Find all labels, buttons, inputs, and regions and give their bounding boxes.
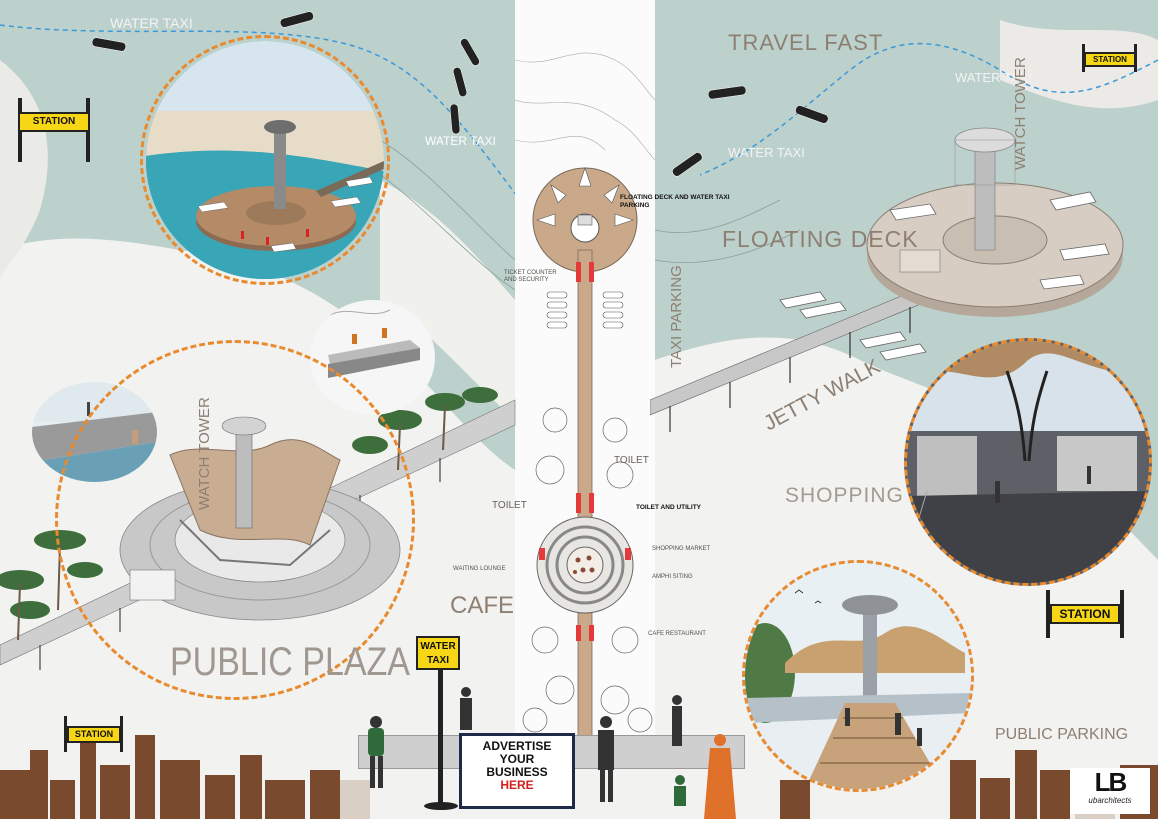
label-watch-tower-left: WATCH TOWER [196, 397, 213, 510]
water-taxi-sign: WATER TAXI [416, 636, 466, 812]
station-sign-1: STATION [14, 98, 94, 168]
ubarchitects-logo: LB ubarchitects [1070, 768, 1150, 814]
billboard-line3: BUSINESS [486, 765, 548, 779]
aerial-view-ring [140, 35, 390, 285]
label-ticket-counter: TICKET COUNTER AND SECURITY [504, 270, 557, 283]
station-sign-3-board: STATION [1050, 604, 1120, 624]
label-amphi-siting: AMPHI SITING [652, 574, 693, 580]
label-travel-fast: TRAVEL FAST [728, 30, 884, 55]
label-cafe-restaurant: CAFE RESTAURANT [648, 631, 706, 637]
jetty-detail-sketch [310, 300, 435, 415]
water-taxi-sign-board: WATER TAXI [416, 636, 460, 670]
station-sign-2-board: STATION [1084, 52, 1136, 67]
station-sign-3: STATION [1044, 590, 1126, 640]
shopping-render [904, 338, 1152, 586]
station-sign-4: STATION [62, 716, 126, 756]
right-jetty-walk [650, 279, 951, 432]
public-plaza-ring [55, 340, 415, 700]
label-public-parking: PUBLIC PARKING [995, 726, 1129, 743]
billboard-line4: HERE [500, 778, 534, 792]
station-sign-1-board: STATION [18, 112, 90, 132]
label-shopping: SHOPPING [785, 484, 904, 507]
label-water-taxi-top-right: WATER TAXI [955, 70, 1032, 85]
floating-deck-3d [866, 127, 1124, 317]
label-watch-tower-right: WATCH TOWER [1012, 57, 1029, 170]
label-taxi-parking: TAXI PARKING [668, 265, 685, 368]
label-water-taxi-mid-left: WATER TAXI [425, 134, 496, 148]
label-public-plaza: PUBLIC PLAZA [170, 640, 410, 684]
public-plaza-3d [119, 416, 401, 621]
people [368, 687, 736, 819]
logo-mark: LB [1094, 767, 1128, 797]
label-shopping-market: SHOPPING MARKET [652, 546, 711, 552]
water-taxi-sign-line1: WATER [420, 641, 456, 652]
aerial-view-render [146, 41, 384, 279]
billboard-line2: YOUR [499, 752, 535, 766]
logo-text: ubarchitects [1088, 796, 1132, 805]
label-toilet-left: TOILET [492, 500, 527, 511]
label-water-taxi-top-left: WATER TAXI [110, 15, 193, 31]
advertise-billboard: ADVERTISE YOUR BUSINESS HERE [459, 733, 575, 809]
label-cafe: CAFE [450, 592, 515, 619]
label-floating-deck-parking: FLOATING DECK AND WATER TAXI PARKING [620, 194, 730, 209]
water-taxi-sign-line2: TAXI [426, 655, 450, 666]
station-sign-4-board: STATION [67, 726, 121, 743]
label-floating-deck: FLOATING DECK [722, 226, 919, 252]
station-sign-2: STATION [1080, 44, 1140, 74]
billboard-line1: ADVERTISE [482, 739, 552, 753]
label-water-taxi-mid-right: WATER TAXI [728, 145, 805, 160]
label-waiting-lounge: WAITING LOUNGE [453, 566, 506, 572]
site-plan-drawing [515, 52, 655, 740]
label-toilet-right: TOILET [614, 455, 649, 466]
label-toilet-utility: TOILET AND UTILITY [636, 504, 701, 511]
